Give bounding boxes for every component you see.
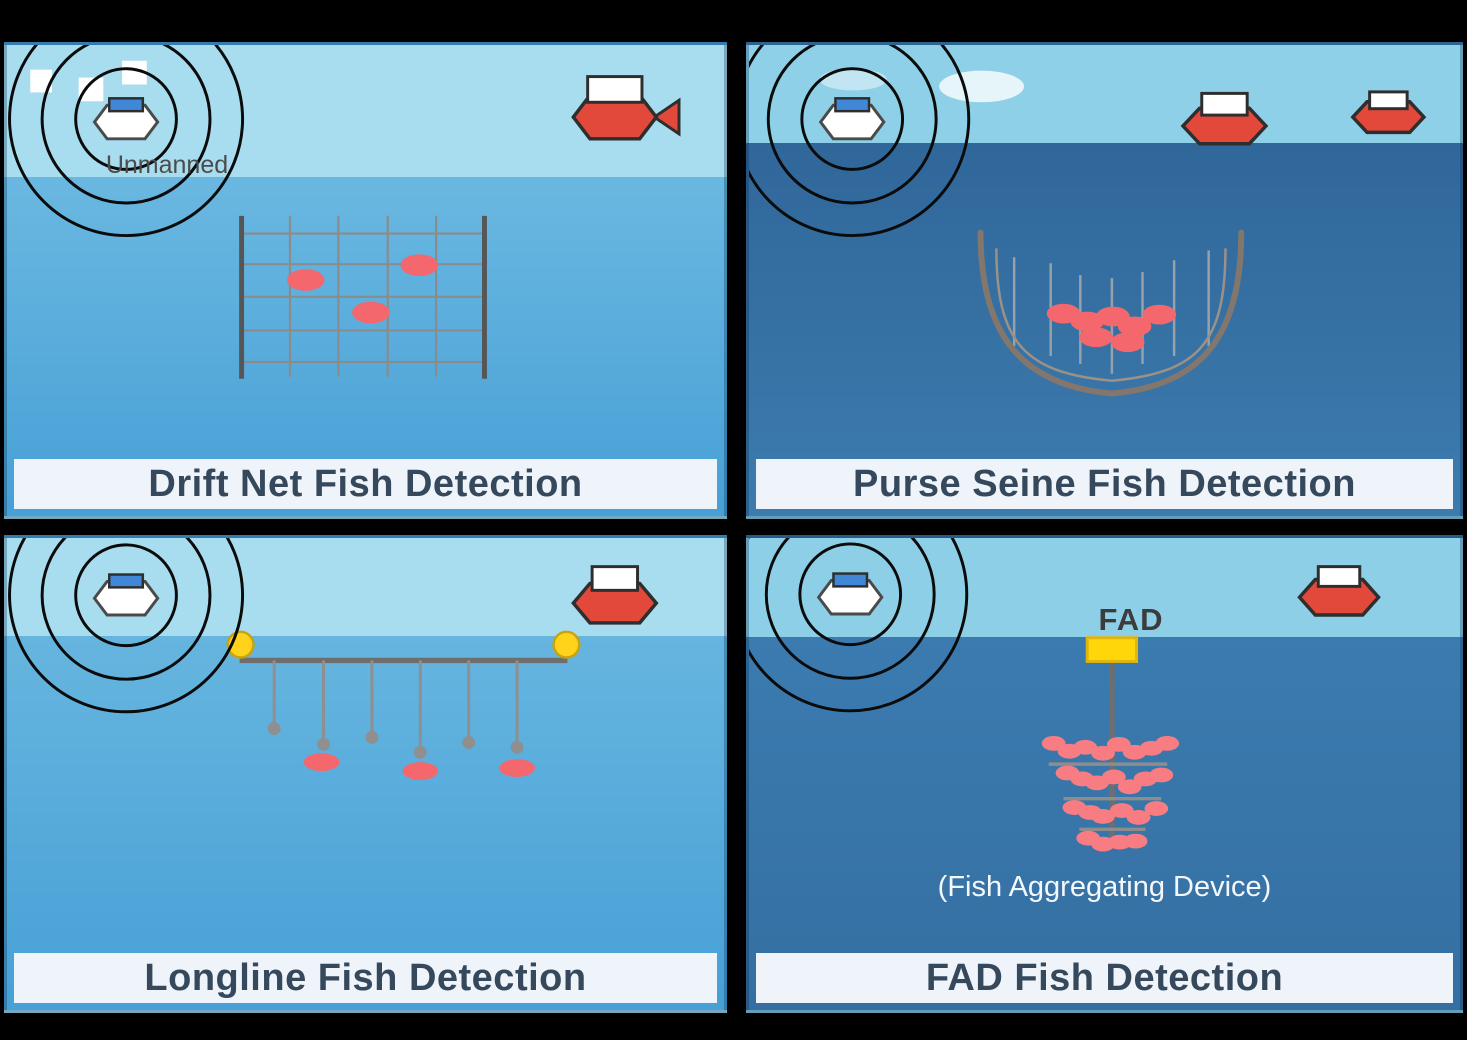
hook-weight-icon — [267, 722, 281, 735]
scene-root — [749, 538, 1381, 852]
panel-title-drift-net: Drift Net Fish Detection — [14, 459, 717, 509]
scene-root — [8, 45, 681, 379]
sonar-antenna — [108, 573, 145, 589]
sonar-wave-circle — [749, 538, 969, 713]
panel-title-fad: FAD Fish Detection — [756, 953, 1453, 1003]
fad-float-icon — [1085, 636, 1139, 663]
panel-drift-net: Unmanned Drift Net Fish Detection — [4, 42, 727, 519]
sonar-wave-circle — [8, 45, 245, 238]
fish-icon — [1126, 810, 1151, 825]
fish-icon — [1149, 767, 1174, 783]
sonar-wave-circle — [766, 45, 938, 205]
panel-longline: Longline Fish Detection — [4, 535, 727, 1013]
cloud-icon — [939, 70, 1025, 103]
fish-icon — [1142, 304, 1177, 325]
panel-fad: FAD (Fish Aggregating Device) FAD Fish D… — [746, 535, 1463, 1013]
fish-icon — [1091, 745, 1115, 761]
fad-buoy-label: FAD — [1098, 602, 1164, 637]
sonar-wave-circle — [74, 543, 178, 648]
sonar-wave-circle — [8, 538, 245, 714]
sonar-wave-circle — [764, 538, 936, 680]
boat-hull-icon — [1180, 106, 1269, 146]
sonar-antenna — [108, 97, 145, 113]
sonar-wave-circle — [40, 45, 212, 205]
signal-pixel — [78, 77, 104, 102]
fish-icon — [499, 759, 535, 777]
fish-icon — [1079, 327, 1113, 348]
sonar-device-icon — [816, 578, 884, 616]
boat-hull-icon — [571, 581, 659, 625]
fish-icon — [402, 762, 439, 780]
sonar-wave-circle — [800, 67, 905, 171]
fad-caption: (Fish Aggregating Device) — [937, 871, 1272, 903]
cloud-icon — [819, 68, 887, 91]
hook-weight-icon — [365, 731, 379, 744]
fish-icon — [1109, 803, 1134, 818]
fish-icon — [400, 254, 439, 277]
fish-icon — [1106, 736, 1131, 752]
panel-purse-seine: Purse Seine Fish Detection — [746, 42, 1463, 519]
scene-root — [8, 538, 659, 780]
fish-icon — [1117, 316, 1152, 337]
sonar-device-icon — [92, 103, 160, 141]
drift-net-scene — [8, 45, 681, 379]
boat-cabin — [586, 75, 644, 104]
unmanned-vehicle-label: Unmanned — [105, 151, 229, 179]
boat-cabin — [1200, 91, 1249, 117]
fish-icon — [1155, 735, 1180, 751]
sonar-wave-circle — [40, 538, 212, 681]
fish-icon — [287, 269, 325, 291]
hook-weight-icon — [510, 740, 524, 754]
fish-icon — [303, 753, 340, 772]
fish-icon — [1073, 739, 1098, 755]
boat-hull-icon — [1297, 577, 1381, 617]
seine-inner-net — [995, 248, 1227, 382]
boat-stern-icon — [651, 97, 681, 137]
sonar-wave-circle — [74, 67, 178, 171]
signal-pixel — [122, 60, 147, 85]
fish-icon — [1144, 801, 1169, 816]
buoy-icon — [552, 630, 581, 659]
panel-title-longline: Longline Fish Detection — [14, 953, 717, 1003]
scene-root — [749, 45, 1427, 397]
fish-icon — [1070, 311, 1105, 332]
fish-icon — [1123, 833, 1148, 849]
hook-weight-icon — [317, 737, 330, 751]
fish-icon — [1041, 735, 1066, 751]
sonar-wave-circle — [798, 542, 903, 647]
fish-icon — [352, 301, 390, 324]
seine-outer-net — [977, 229, 1245, 397]
fish-icon — [1110, 332, 1145, 353]
hook-weight-icon — [413, 745, 427, 759]
boat-cabin — [1368, 90, 1409, 111]
longline-scene — [8, 538, 659, 780]
sonar-wave-circle — [749, 45, 971, 238]
hook-weight-icon — [462, 735, 476, 749]
fad-scene — [749, 538, 1381, 852]
fish-icon — [1117, 779, 1142, 795]
sonar-device-icon — [92, 579, 160, 617]
sonar-device-icon — [818, 103, 886, 141]
sonar-antenna — [834, 97, 871, 113]
signal-pixel — [30, 69, 52, 93]
fish-icon — [1091, 809, 1115, 824]
boat-cabin — [1316, 565, 1362, 588]
panel-title-purse-seine: Purse Seine Fish Detection — [756, 459, 1453, 509]
purse-seine-scene — [749, 45, 1427, 397]
boat-cabin — [590, 565, 640, 592]
sonar-antenna — [832, 572, 869, 588]
fish-icon — [1102, 769, 1126, 785]
